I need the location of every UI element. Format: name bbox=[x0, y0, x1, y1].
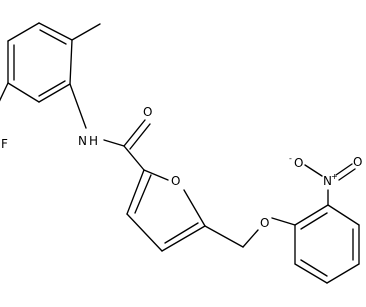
furan-bond bbox=[143, 169, 169, 181]
n-carbonyl-bond bbox=[103, 139, 125, 147]
furan-double-bond bbox=[134, 174, 152, 214]
ring2-double-bond bbox=[300, 259, 328, 277]
ring1-bond bbox=[38, 83, 71, 103]
atom-labels: F N H O O O N + O - O bbox=[1, 105, 362, 230]
nitro-oxygen-right-label: O bbox=[353, 155, 362, 169]
nitro-n-o-double-bond bbox=[335, 163, 353, 176]
nitro-n-o-bond bbox=[304, 164, 323, 177]
ring2-bond bbox=[327, 204, 360, 226]
nitro-bonds bbox=[304, 163, 356, 181]
furan-double-bond bbox=[164, 222, 199, 244]
furan-bond bbox=[161, 225, 206, 252]
fluorine-label: F bbox=[1, 137, 8, 151]
o-aryl-bond bbox=[271, 217, 296, 226]
nitro-nitrogen-label: N bbox=[323, 174, 332, 188]
nitro-n-o-double-bond bbox=[338, 168, 356, 181]
ring2-double-bond bbox=[300, 212, 328, 230]
ring2-bond bbox=[326, 263, 360, 284]
amide-nitrogen-label: N bbox=[78, 134, 87, 148]
ch2-bond bbox=[204, 225, 244, 248]
nitro-oxygen-top-charge: - bbox=[289, 154, 292, 163]
nitro-oxygen-top-label: O bbox=[294, 156, 303, 170]
ether-oxygen-label: O bbox=[260, 216, 269, 230]
furan-bond bbox=[183, 189, 206, 227]
carbonyl-furan-bond bbox=[123, 145, 145, 171]
ring1-bond bbox=[69, 39, 73, 85]
carbonyl-double-bond bbox=[123, 119, 146, 147]
ring1-bond bbox=[38, 22, 73, 41]
ch2-o-bond bbox=[242, 229, 259, 248]
carbonyl-double-bond bbox=[129, 123, 151, 150]
nitro-nitrogen-charge: + bbox=[331, 172, 338, 181]
furan-bond bbox=[126, 169, 145, 215]
aryl-n-bond bbox=[69, 83, 87, 129]
ring2-bond bbox=[294, 204, 329, 226]
carbonyl-oxygen-label: O bbox=[143, 105, 152, 119]
furan-oxygen-label: O bbox=[171, 174, 180, 188]
methyl-bond bbox=[71, 23, 101, 41]
bonds bbox=[0, 22, 360, 284]
ring1-bond bbox=[7, 22, 40, 42]
ring2-bond bbox=[294, 263, 328, 284]
furan-bond bbox=[126, 213, 163, 252]
ring1-double-bond bbox=[39, 29, 67, 45]
amide-hydrogen-label: H bbox=[89, 134, 98, 148]
c-f-bond bbox=[0, 82, 9, 102]
ring1-bond bbox=[7, 82, 40, 103]
ring1-double-bond bbox=[38, 80, 66, 97]
